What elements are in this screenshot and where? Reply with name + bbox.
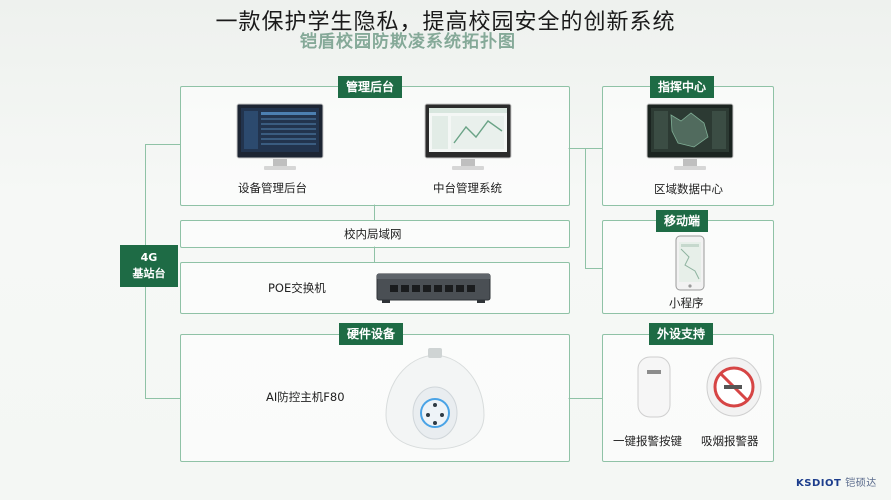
- connector-line: [568, 398, 602, 399]
- poe-switch-icon: [376, 273, 491, 303]
- desktop-monitor-icon: [424, 103, 512, 170]
- alarm-button-label: 一键报警按键: [613, 434, 682, 448]
- mobile-tag: 移动端: [656, 210, 709, 232]
- lan-panel: [180, 220, 570, 248]
- connector-line: [145, 144, 180, 145]
- brand-logo-cn: 铠硕达: [845, 478, 877, 489]
- regional-data-center-label: 区域数据中心: [654, 182, 723, 196]
- image-caption: 一款保护学生隐私，提高校园安全的创新系统: [215, 10, 676, 35]
- mini-program-label: 小程序: [669, 296, 704, 310]
- base-station-tag: 4G 基站台: [120, 245, 178, 287]
- smartphone-icon: [675, 235, 705, 291]
- management-tag: 管理后台: [338, 76, 403, 98]
- ai-host-device-icon: [385, 348, 485, 450]
- command-center-tag: 指挥中心: [650, 76, 715, 98]
- smoke-detector-icon: [706, 357, 762, 417]
- connector-line: [145, 398, 180, 399]
- middle-platform-label: 中台管理系统: [433, 181, 502, 195]
- connector-line: [585, 148, 586, 268]
- connector-line: [585, 268, 602, 269]
- poe-panel: [180, 262, 570, 314]
- poe-switch-label: POE交换机: [268, 281, 326, 295]
- ai-host-label: AI防控主机F80: [266, 390, 345, 404]
- desktop-monitor-icon: [236, 103, 324, 170]
- diagram-title: 铠盾校园防欺凌系统拓扑图: [300, 32, 516, 52]
- connector-line: [374, 204, 375, 220]
- data-center-monitor-icon: [646, 103, 734, 170]
- lan-label: 校内局域网: [344, 227, 402, 241]
- hardware-panel: [180, 334, 570, 462]
- peripheral-panel: [602, 334, 774, 462]
- hardware-tag: 硬件设备: [339, 323, 404, 345]
- brand-logo-text: KSDIOT: [796, 478, 842, 489]
- device-management-label: 设备管理后台: [238, 181, 307, 195]
- alarm-button-icon: [637, 356, 671, 418]
- smoke-alarm-label: 吸烟报警器: [701, 434, 759, 448]
- peripheral-tag: 外设支持: [649, 323, 714, 345]
- brand-logo: KSDIOT 铠硕达: [796, 474, 877, 489]
- connector-line: [374, 246, 375, 262]
